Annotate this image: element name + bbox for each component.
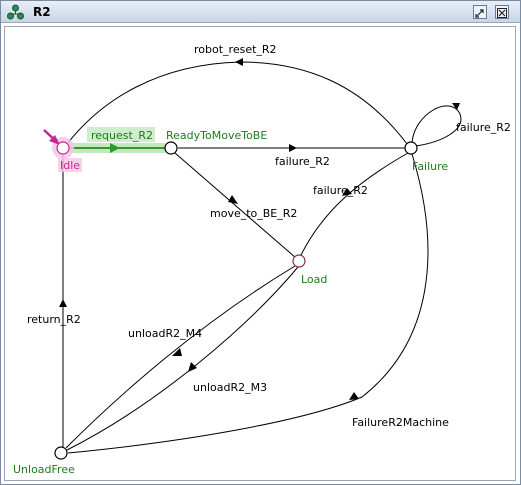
edge-failure-machine[interactable] [67, 153, 429, 454]
edge-unload-m4[interactable] [65, 265, 296, 449]
state-idle-circle [56, 141, 70, 155]
state-load[interactable]: Load [292, 254, 327, 286]
state-ready[interactable]: ReadyToMoveToBE [164, 129, 267, 155]
state-unloadfree-label: UnloadFree [13, 463, 75, 476]
state-unloadfree[interactable]: UnloadFree [13, 446, 75, 476]
request-label-highlight [87, 127, 155, 142]
edge-failure-self[interactable] [411, 105, 462, 147]
arrow-unload-m4 [172, 348, 182, 356]
label-move-to-be: move_to_BE_R2 [210, 207, 297, 220]
label-failure-ready: failure_R2 [275, 155, 330, 168]
state-ready-label: ReadyToMoveToBE [166, 129, 267, 142]
idle-label-highlight [58, 158, 82, 172]
label-unload-m4: unloadR2_M4 [128, 327, 202, 340]
arrow-unload-m3 [188, 362, 197, 372]
label-robot-reset: robot_reset_R2 [194, 43, 277, 56]
state-load-label: Load [301, 273, 327, 286]
edge-unload-m3[interactable] [66, 266, 299, 451]
initial-arrow-head [49, 135, 60, 145]
arrow-failure-self [452, 103, 460, 110]
close-icon [497, 8, 507, 18]
window-title: R2 [33, 5, 51, 19]
state-unloadfree-circle [54, 446, 68, 460]
label-failure-machine: FailureR2Machine [352, 416, 449, 429]
restore-icon [475, 9, 484, 18]
diagram-canvas[interactable]: robot_reset_R2 request_R2 failure_R2 fai… [4, 26, 516, 481]
state-idle[interactable]: Idle [56, 141, 82, 172]
restore-button[interactable] [473, 5, 487, 19]
state-idle-label: Idle [60, 159, 80, 172]
state-failure[interactable]: Failure [404, 141, 448, 173]
label-return: return_R2 [27, 313, 81, 326]
state-ready-circle [164, 141, 178, 155]
label-failure-load: failure_R2 [313, 184, 368, 197]
arrow-failure-load [342, 188, 352, 196]
arrow-failure-machine [349, 392, 359, 400]
state-diagram: robot_reset_R2 request_R2 failure_R2 fai… [13, 43, 511, 476]
close-button[interactable] [495, 5, 509, 19]
edge-move-to-be[interactable] [174, 152, 297, 259]
arrow-failure-ready [289, 144, 297, 152]
state-failure-circle [404, 141, 418, 155]
fsm-icon [7, 4, 24, 20]
arrow-move-to-be [228, 195, 238, 204]
arrow-return [59, 299, 67, 307]
title-bar[interactable]: R2 [1, 1, 520, 23]
state-failure-label: Failure [412, 160, 448, 173]
edge-failure-load[interactable] [299, 152, 409, 258]
arrow-robot-reset [235, 58, 243, 66]
label-failure-self: failure_R2 [456, 121, 511, 134]
state-load-circle [292, 254, 306, 268]
label-request: request_R2 [91, 129, 153, 142]
label-unload-m3: unloadR2_M3 [193, 381, 267, 394]
arrow-request [110, 143, 120, 153]
